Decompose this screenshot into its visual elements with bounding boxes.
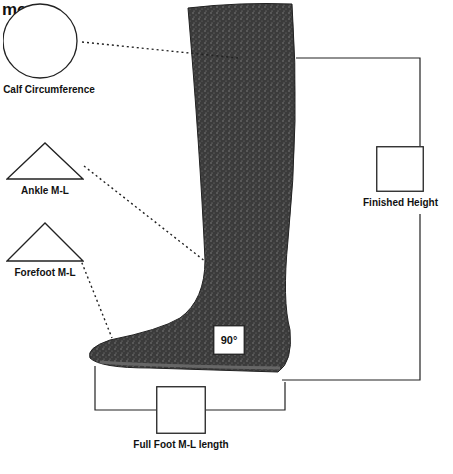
angle-box <box>214 326 245 355</box>
leader-line <box>82 42 238 58</box>
measure-square <box>377 147 424 192</box>
measure-square-outline <box>363 146 438 192</box>
measure-triangle-outline <box>6 222 84 262</box>
measure-triangle <box>7 143 83 179</box>
angle-label: 90° <box>213 334 245 347</box>
measure-label: Ankle M-L <box>6 185 84 197</box>
measure-label: Forefoot M-L <box>6 267 84 279</box>
measure-label: Calf Circumference <box>3 84 95 96</box>
length-bracket <box>206 382 285 410</box>
angle-box: 90° <box>213 325 245 355</box>
measure-triangle: Forefoot M-L <box>6 222 84 279</box>
boot-shape <box>89 4 295 373</box>
leader-line <box>84 166 206 262</box>
height-bracket <box>282 214 420 380</box>
measure-circle: Calf Circumference <box>3 3 95 96</box>
measure-square: Finished Height <box>363 146 438 209</box>
measure-circle-outline <box>3 3 95 79</box>
length-bracket <box>95 366 156 410</box>
measure-square: Full Foot M-L length <box>133 386 229 451</box>
measure-triangle <box>7 223 83 261</box>
height-bracket <box>296 58 420 146</box>
measure-label: Finished Height <box>363 197 438 209</box>
measure-square-outline <box>133 386 229 434</box>
measure-label: Full Foot M-L length <box>133 439 229 451</box>
sole-band <box>100 362 280 368</box>
measure-triangle-outline <box>6 142 84 180</box>
leader-line <box>80 258 112 338</box>
measure-square <box>157 387 206 434</box>
measure-triangle: Ankle M-L <box>6 142 84 197</box>
measure-circle <box>3 4 77 78</box>
